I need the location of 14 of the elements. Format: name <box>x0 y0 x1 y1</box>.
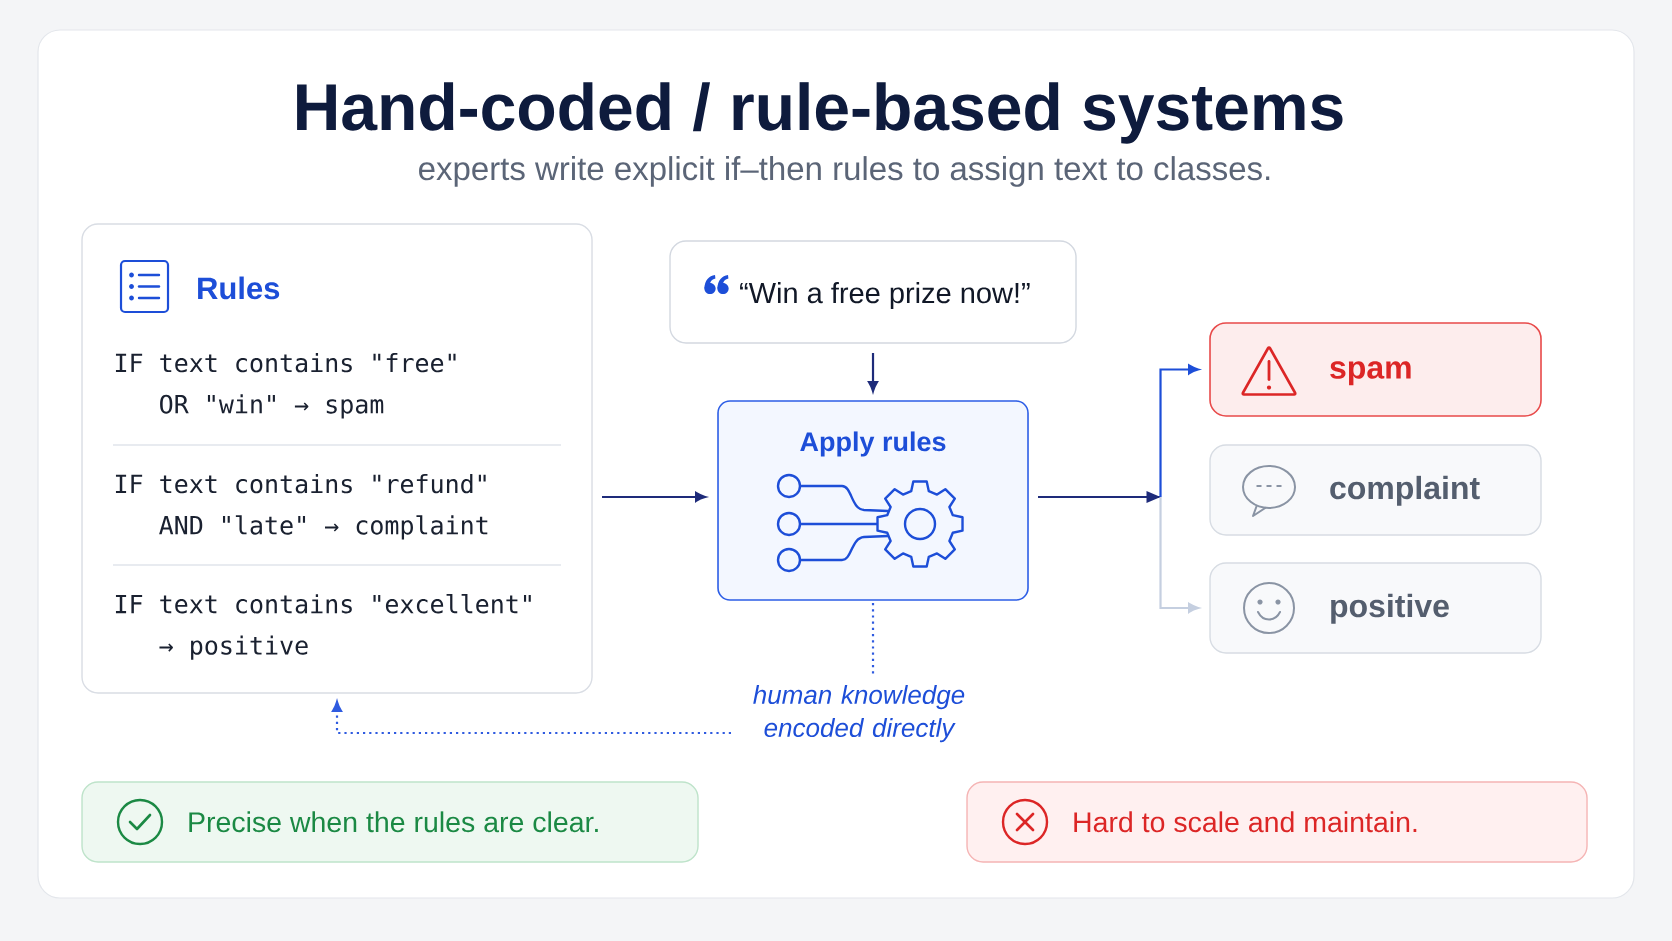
note-text: human knowledge encoded directly <box>753 685 965 743</box>
message-box: Hard to scale and maintain. <box>966 781 1588 863</box>
rule-text: IF text contains "free" OR "win" → spam <box>115 353 456 419</box>
title: Hand-coded / rule-based systems <box>297 82 1343 144</box>
class-box: positive <box>1209 562 1542 654</box>
quote-box: “Win a free prize now!” <box>669 240 1077 344</box>
subtitle: experts write explicit if–then rules to assign text to classes. <box>419 156 1270 187</box>
rule-text: IF text contains "refund" AND "late" → complaint <box>115 474 488 540</box>
process-box: Apply rules <box>717 400 1029 601</box>
class-box: complaint <box>1209 444 1542 536</box>
panel-heading: Rules <box>198 276 280 300</box>
message-box: Precise when the rules are clear. <box>81 781 699 863</box>
rule-text: IF text contains "excellent" → positive <box>115 594 531 660</box>
class-box: spam <box>1209 322 1542 417</box>
